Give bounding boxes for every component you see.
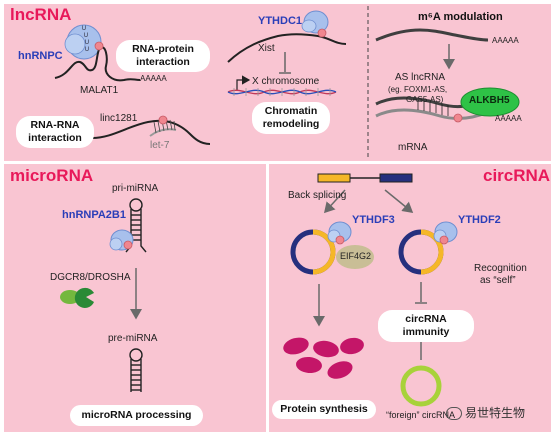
m6a-mark: [439, 235, 449, 245]
pre-mirna-label: pre-miRNA: [108, 333, 158, 344]
eif4g2-label: EIF4G2: [340, 251, 372, 261]
m6a-title: m⁶A modulation: [418, 11, 503, 23]
microrna-processing-label: microRNA processing: [70, 405, 203, 426]
protein-synthesis-label: Protein synthesis: [272, 400, 376, 419]
rna-protein-interaction-label: RNA-protein interaction: [116, 40, 210, 72]
circrna-left: [290, 229, 336, 275]
pri-mirna-hairpin: [125, 198, 147, 253]
m6a-mark: [158, 115, 168, 125]
m6a-mark: [94, 41, 104, 51]
dgcr8-drosha-label: DGCR8/DROSHA: [50, 272, 131, 283]
alkbh5-protein: [460, 87, 520, 117]
x-chromosome-label: X chromosome: [252, 76, 320, 87]
base-pairing-ticks: [153, 119, 176, 134]
back-splicing-arrow-left: [323, 189, 346, 214]
m6a-mark: [123, 240, 133, 250]
poly-a-tail: AAAAA: [140, 74, 167, 83]
svg-text:U: U: [82, 25, 86, 32]
poly-a-tail: AAAAA: [495, 114, 522, 123]
ythdc1-label: YTHDC1: [258, 15, 303, 27]
ythdc1-protein: [301, 10, 329, 34]
wechat-icon: [446, 407, 462, 420]
microrna-title: microRNA: [10, 166, 94, 185]
back-splicing-arrow-right: [384, 189, 414, 213]
ythdf2-label: YTHDF2: [458, 214, 501, 226]
poly-a-tail: AAAAA: [492, 36, 519, 45]
let7-rna: [149, 128, 177, 137]
rna-rna-interaction-label: RNA-RNA interaction: [16, 116, 94, 148]
xist-rna: [227, 33, 347, 63]
mrna-label: mRNA: [398, 142, 428, 153]
circrna-immunity-label: circRNA immunity: [378, 310, 474, 342]
watermark: 易世特生物: [446, 404, 525, 421]
hnrnpa2b1-label: hnRNPA2B1: [62, 209, 126, 221]
duplex-ticks: [417, 100, 449, 116]
m6a-mark: [317, 28, 327, 38]
exon-construct: [317, 173, 413, 183]
as-lncrna-label: AS lncRNA: [395, 72, 446, 83]
chromatin-remodeling-label: Chromatin remodeling: [252, 102, 330, 134]
let7-label: let-7: [150, 140, 170, 151]
svg-text:U: U: [84, 32, 88, 39]
svg-text:U: U: [85, 46, 89, 53]
hnrnpc-label: hnRNPC: [18, 50, 63, 62]
back-splicing-label: Back splicing: [288, 190, 347, 201]
recognition-label-2: as “self”: [480, 275, 516, 286]
promoter-arrow: [236, 75, 251, 90]
circrna-title: circRNA: [483, 166, 551, 185]
alkbh5-label: ALKBH5: [469, 95, 510, 106]
circrna-right: [398, 229, 444, 275]
foreign-circrna-label: “foreign” circRNA: [386, 410, 456, 420]
m6a-mark: [453, 113, 463, 123]
protein-products: [283, 337, 364, 379]
m6a-mark: [335, 235, 345, 245]
eif4g2-protein: [336, 245, 374, 269]
ythdf3-label: YTHDF3: [352, 214, 395, 226]
linc1281-label: linc1281: [100, 113, 138, 124]
xist-label: Xist: [258, 43, 275, 54]
dgcr8-drosha-complex: [60, 287, 94, 308]
hnrnpc-protein: U U U U: [64, 24, 102, 60]
microrna-panel: [4, 164, 266, 432]
malat1-label: MALAT1: [80, 85, 119, 96]
foreign-circrna: [400, 365, 442, 407]
pre-mirna-hairpin: [129, 348, 143, 392]
svg-text:U: U: [85, 39, 89, 46]
pri-mirna-label: pri-miRNA: [112, 183, 159, 194]
recognition-label-1: Recognition: [474, 263, 527, 274]
lncrna-title: lncRNA: [10, 5, 72, 24]
linc1281-rna: [91, 119, 211, 145]
mrna-bottom: [375, 108, 489, 121]
x-chromosome-dna: [227, 88, 337, 96]
mrna-top: [375, 28, 489, 42]
as-lncrna-examples-2: GAS5-AS): [406, 95, 444, 104]
as-lncrna-examples-1: (eg. FOXM1-AS,: [388, 85, 448, 94]
watermark-text: 易世特生物: [465, 406, 526, 420]
